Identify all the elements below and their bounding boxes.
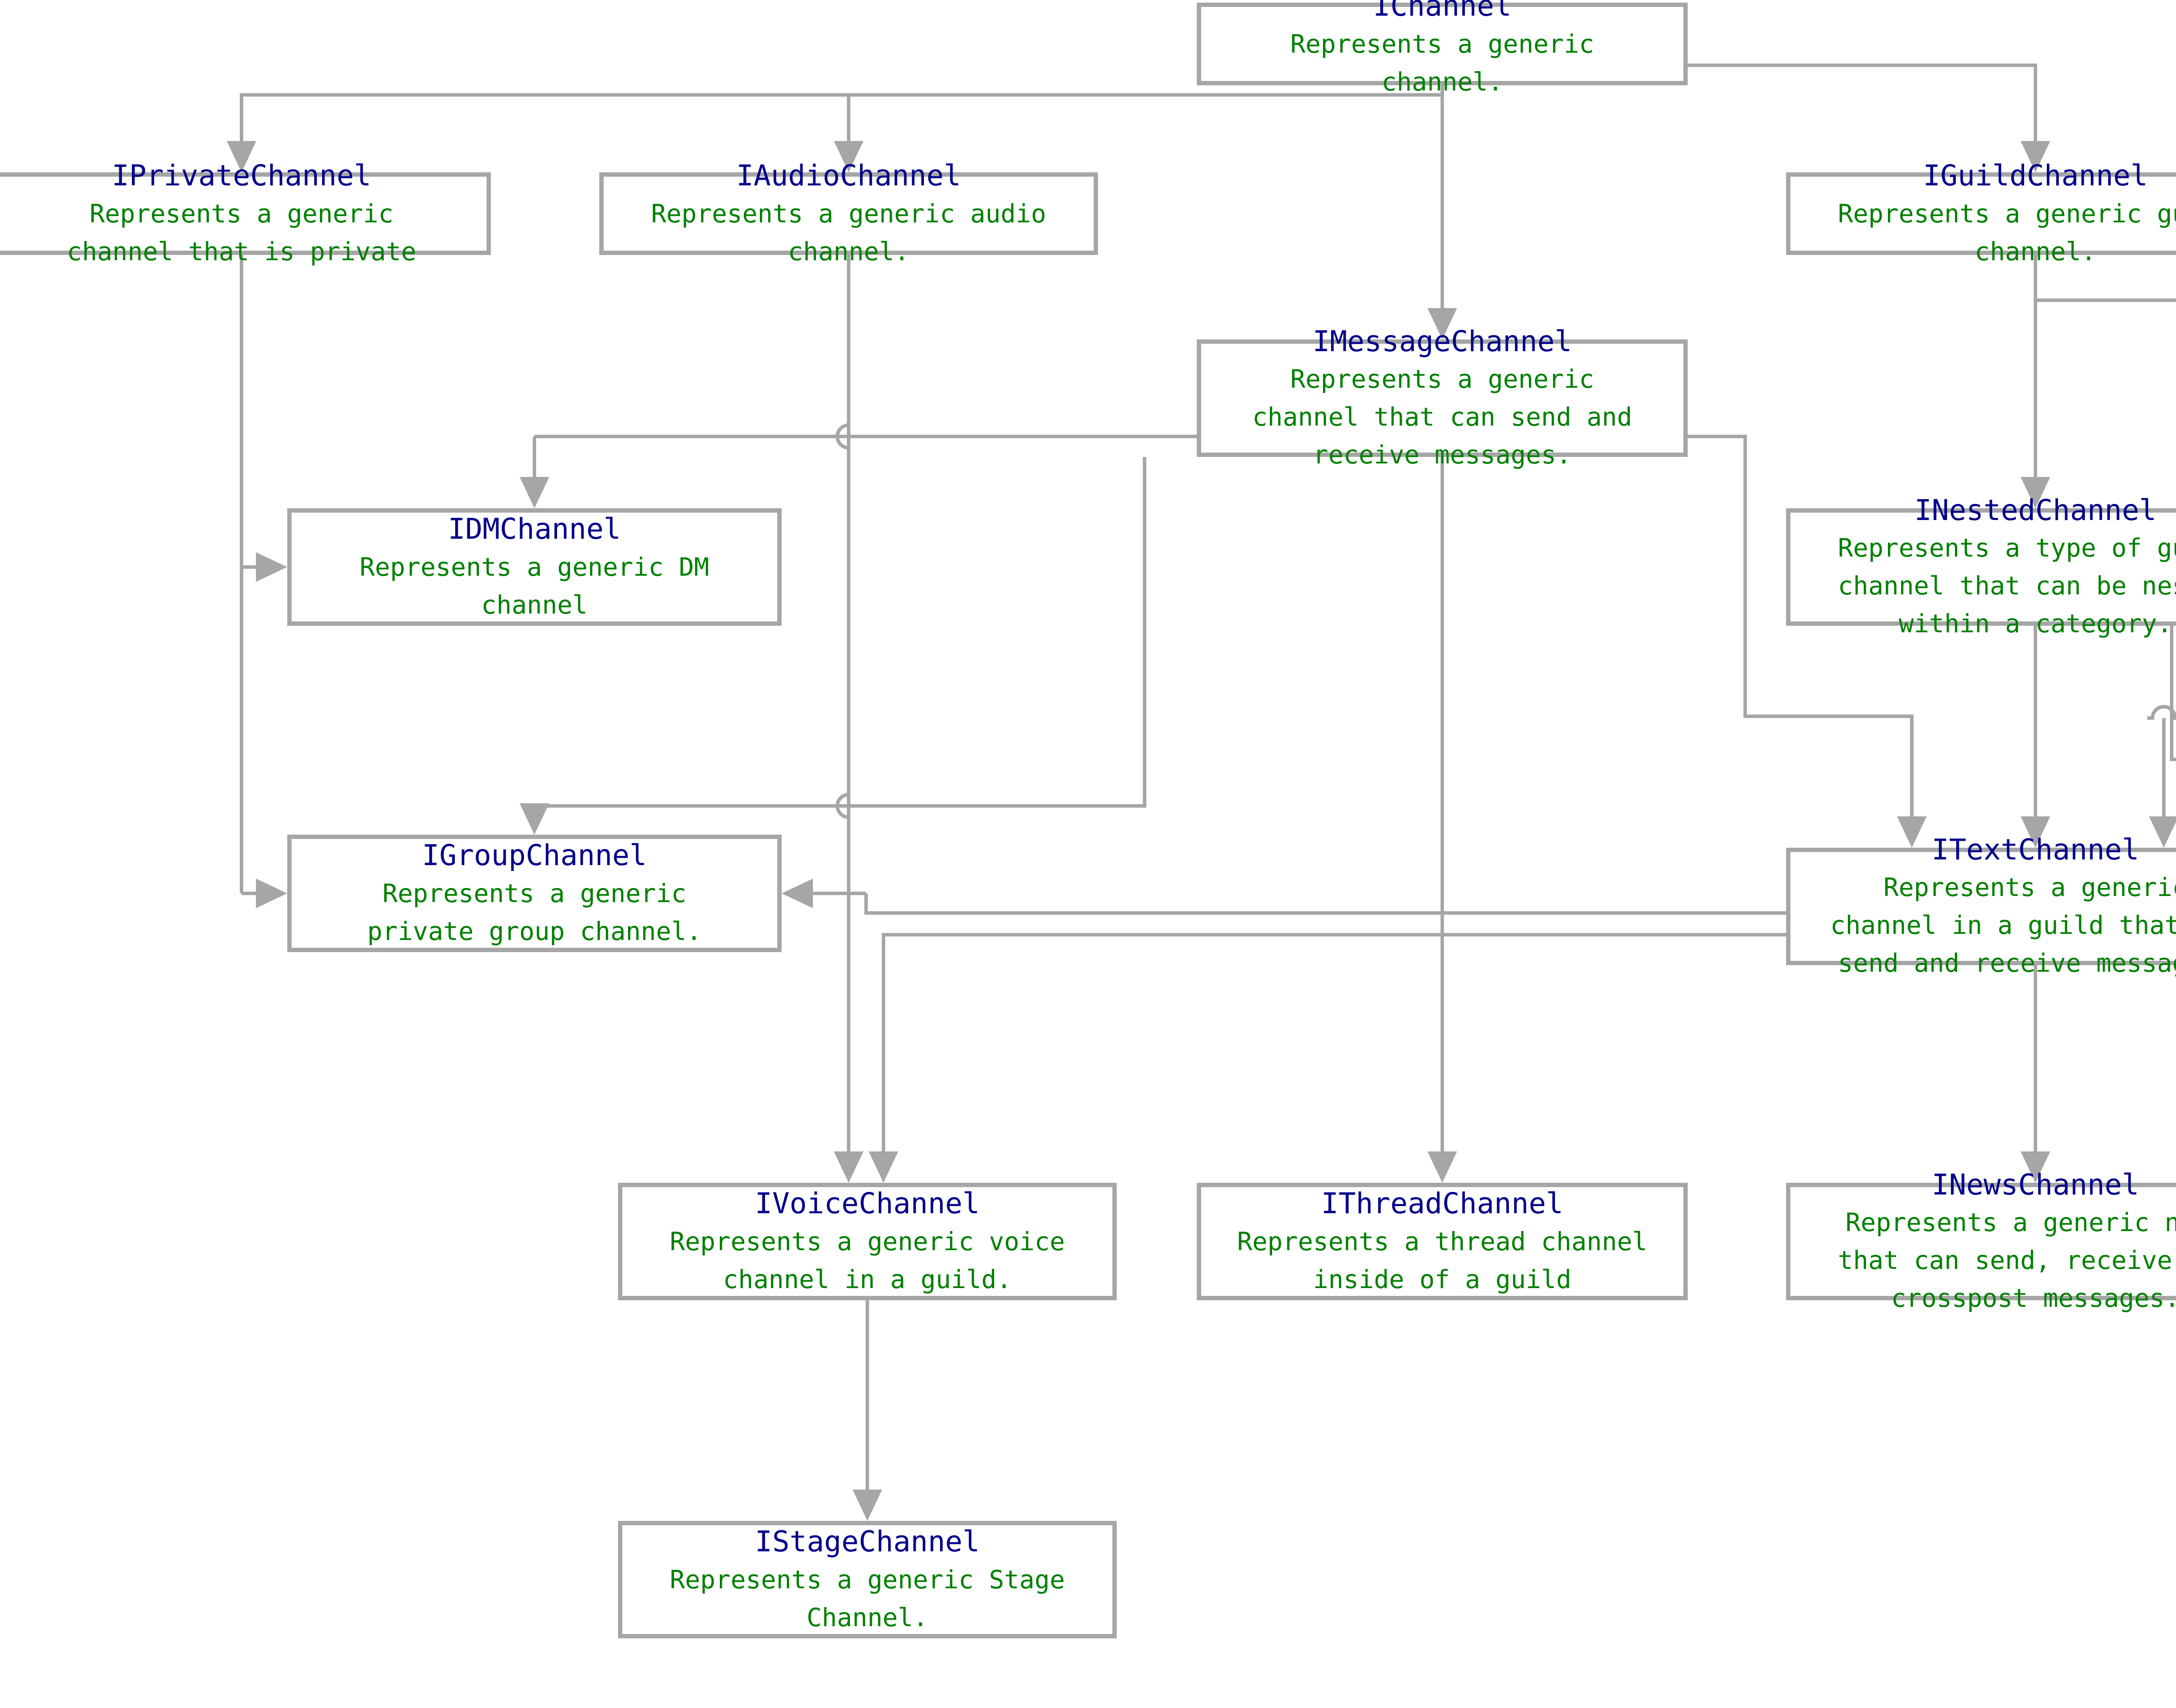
node-description: Represents a generic news that can send, … (1832, 1204, 2176, 1317)
edge-arrowhead (256, 879, 287, 908)
node-description-line: channel that can be nested (1838, 571, 2176, 601)
edge-line (1688, 64, 2037, 141)
node-description-line: send and receive messages. (1838, 948, 2176, 978)
node-description-line: channel in a guild that can (1830, 910, 2176, 940)
edge-arrowhead (1427, 1151, 1457, 1183)
edge-arrowhead (256, 552, 287, 582)
node-description-line: crosspost messages. (1891, 1283, 2176, 1313)
node-description-line: channel that can send and (1252, 402, 1632, 432)
node-description-line: Represents a generic guild (1838, 198, 2176, 228)
edge-line (1688, 435, 1914, 816)
node-title: IThreadChannel (1321, 1187, 1564, 1221)
node-title: IPrivateChannel (111, 159, 372, 193)
node-description: Represents a generic channel that can sen… (1246, 360, 1639, 474)
edge-line (882, 933, 1786, 1151)
node-description-line: Represents a generic (382, 878, 687, 908)
node-description-line: Represents a generic Stage (670, 1564, 1065, 1594)
edge-line (864, 893, 1786, 915)
edge-line (2034, 255, 2176, 302)
node-description-line: Represents a generic DM (359, 552, 709, 582)
node-title: IVoiceChannel (755, 1187, 980, 1221)
node-description: Represents a generic channel that is priv… (60, 195, 422, 271)
node-description-line: receive messages. (1313, 440, 1572, 470)
node-description: Represents a generic channel. (1284, 25, 1600, 101)
node-description-line: that can send, receive and (1838, 1245, 2176, 1275)
edge-arrowhead (2021, 141, 2050, 172)
edge-arrowhead (853, 1490, 882, 1521)
edge-arrowhead (1427, 308, 1457, 339)
node-description: Represents a generic private group channe… (361, 875, 708, 950)
node-description-line: channel that is private (67, 236, 416, 266)
edge-arrowhead (520, 803, 549, 835)
node-title: IChannel (1373, 0, 1511, 23)
node-description-line: Represents a generic (1883, 872, 2176, 903)
node-title: IDMChannel (448, 512, 621, 546)
node-title: IGroupChannel (422, 839, 647, 872)
node-description-line: private group channel. (367, 916, 702, 946)
node-description-line: channel. (1381, 67, 1503, 97)
node-description: Represents a generic voice channel in a g… (664, 1223, 1071, 1299)
node-description-line: Represents a generic voice (670, 1226, 1065, 1256)
node-description: Represents a type of guild channel that c… (1832, 529, 2176, 643)
edge-line (2170, 626, 2176, 761)
edge-line (240, 85, 1444, 141)
node-description: Represents a generic channel in a guild t… (1824, 869, 2176, 982)
edge-arrowhead (834, 1151, 863, 1183)
node-description-line: channel in a guild. (723, 1264, 1012, 1294)
edge-arrowhead (2149, 816, 2176, 848)
node-description-line: inside of a guild (1313, 1264, 1572, 1294)
edge-line (534, 457, 1146, 808)
node-description-line: Represents a type of guild (1838, 533, 2176, 563)
node-description-line: Represents a generic (1290, 364, 1595, 394)
edge-arrowhead (2021, 477, 2050, 508)
edge-arrowhead (2021, 816, 2050, 848)
edge-arrowhead (520, 477, 549, 508)
edge-arrowhead (227, 141, 256, 172)
edge-arrowhead (1897, 816, 1927, 848)
edge-line (836, 255, 850, 1151)
edge-arrowhead (834, 141, 863, 172)
node-description: Represents a generic DM channel (353, 548, 715, 624)
edge-arrowhead (869, 1151, 898, 1183)
node-description-line: Represents a generic (89, 198, 394, 228)
edge-line (2147, 705, 2176, 720)
node-description-line: Represents a generic news (1845, 1208, 2176, 1238)
node-title: IGuildChannel (1923, 159, 2148, 193)
node-title: INestedChannel (1914, 493, 2157, 527)
node-description: Represents a thread channel inside of a g… (1231, 1223, 1654, 1299)
node-description-line: channel. (788, 236, 910, 266)
edge-arrowhead (2021, 1151, 2050, 1183)
node-title: ITextChannel (1931, 832, 2139, 866)
node-title: IStageChannel (755, 1525, 980, 1559)
edge-arrowhead (782, 879, 813, 908)
node-description-line: Represents a generic audio (651, 198, 1046, 228)
node-title: IMessageChannel (1312, 324, 1572, 358)
node-description-line: Channel. (806, 1602, 928, 1632)
node-description: Represents a generic guild channel. (1832, 195, 2176, 271)
node-description-line: channel (481, 590, 588, 620)
node-description-line: within a category. (1898, 609, 2173, 639)
node-title: IAudioChannel (736, 159, 961, 193)
node-description-line: Represents a generic (1290, 29, 1595, 59)
node-description: Represents a generic audio channel. (645, 195, 1052, 271)
node-description-line: channel. (1975, 236, 2096, 266)
node-title: INewsChannel (1931, 1168, 2139, 1201)
node-description-line: Represents a thread channel (1237, 1226, 1648, 1256)
